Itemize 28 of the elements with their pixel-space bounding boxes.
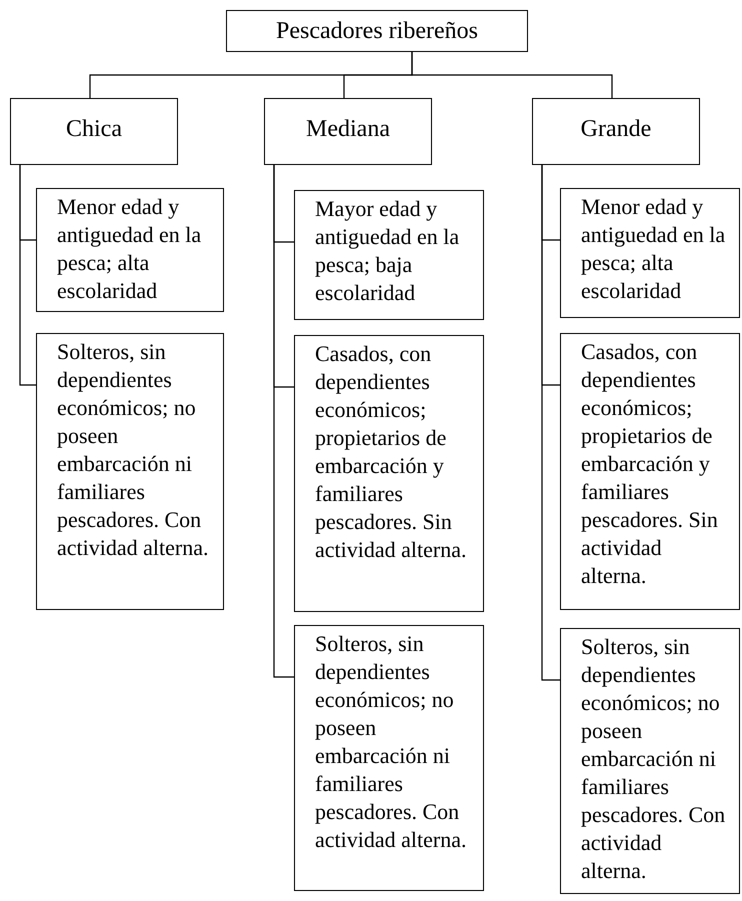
description-box — [36, 333, 224, 610]
connector-line — [541, 165, 560, 681]
category-box — [264, 98, 432, 165]
description-box — [294, 625, 484, 891]
description-box — [294, 335, 484, 612]
node-text: Casados, con dependientes económicos; propietarios de embarcación y familiares pescadores. Sin actividad alterna. — [315, 340, 468, 564]
description-box — [294, 190, 484, 320]
node-text: Chica — [66, 115, 122, 144]
root-box — [226, 10, 528, 52]
node-text: Mayor edad y antiguedad en la pesca; baja escolaridad — [315, 195, 460, 307]
node-text: Solteros, sin dependientes económicos; no poseen embarcación ni familiares pescadores. Con actividad alterna. — [581, 633, 726, 885]
node-text: Casados, con dependientes económicos; propietarios de embarcación y familiares pescadores. Sin actividad alterna. — [581, 338, 719, 590]
connector-line — [19, 165, 36, 386]
node-text: Mediana — [306, 115, 390, 144]
description-box — [36, 188, 224, 312]
category-box — [532, 98, 700, 165]
node-text: Grande — [580, 115, 652, 144]
node-text: Pescadores ribereños — [276, 17, 478, 46]
category-box — [10, 98, 178, 165]
node-text: Solteros, sin dependientes económicos; no poseen embarcación ni familiares pescadores. Con actividad alterna. — [57, 338, 210, 562]
description-box — [560, 188, 740, 318]
connector-line — [411, 52, 613, 98]
node-text: Menor edad y antiguedad en la pesca; alta escolaridad — [581, 193, 726, 305]
connector-line — [273, 165, 294, 678]
description-box — [560, 333, 740, 610]
node-text: Menor edad y antiguedad en la pesca; alta escolaridad — [57, 193, 202, 305]
node-text: Solteros, sin dependientes económicos; no poseen embarcación ni familiares pescadores. Con actividad alterna. — [315, 630, 468, 854]
description-box — [560, 628, 740, 894]
